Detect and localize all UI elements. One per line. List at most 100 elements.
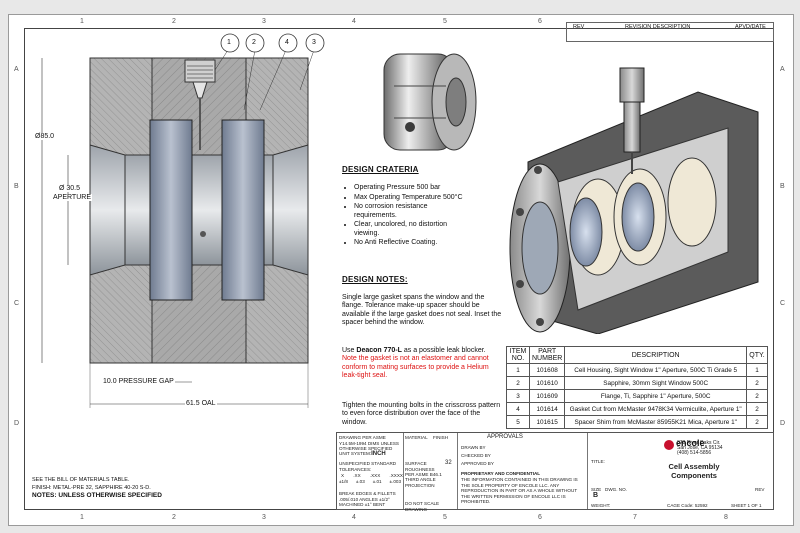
- zone-col-4: 4: [352, 18, 356, 25]
- tb-weight-label: WEIGHT:: [591, 503, 611, 508]
- bom-cell: 2: [746, 389, 768, 403]
- tb-dwg-label: DWG. NO.: [605, 487, 627, 492]
- dim-aperture-label: APERTURE: [52, 194, 92, 201]
- tb-unit-label: UNIT SYSTEM:: [339, 451, 372, 456]
- bom-cell: 101610: [528, 376, 566, 390]
- port-fitting: [184, 59, 216, 83]
- zone-col-8-bottom: 8: [724, 514, 728, 521]
- tb-third-angle: THIRD ANGLE PROJECTION: [405, 477, 436, 488]
- design-criteria-list: Operating Pressure 500 bar Max Operating…: [342, 184, 464, 249]
- zone-col-3: 3: [262, 18, 266, 25]
- tb-drawing-note: DRAWING PER ASME Y14.5M-1994 DIMS UNLESS…: [339, 435, 399, 452]
- tb-unit-value: INCH: [371, 451, 386, 457]
- criteria-item: Operating Pressure 500 bar: [354, 184, 464, 192]
- note-text: as a possible leak blocker.: [401, 347, 486, 354]
- tb-finish: FINISH: [433, 435, 449, 440]
- bom-header-qty: QTY.: [746, 346, 768, 364]
- bom-cell: 2: [506, 376, 530, 390]
- tb-address2: San Jose, CA 95134: [677, 445, 723, 451]
- rev-description-header: REVISION DESCRIPTION: [625, 24, 691, 30]
- tb-checked: CHECKED BY: [461, 453, 491, 458]
- tb-tol: ±1/8: [339, 479, 348, 484]
- criteria-item: No corrosion resistance requirements.: [354, 203, 464, 219]
- bom-cell: 5: [506, 415, 530, 429]
- tb-surface-value: 32: [445, 460, 452, 466]
- design-notes-p2: Use Deacon 770-L as a possible leak bloc…: [342, 347, 502, 381]
- tb-size-label: SIZE: [591, 487, 602, 492]
- tb-cage-code: CAGE Code: 52592: [667, 503, 708, 508]
- zone-col-1-bottom: 1: [80, 514, 84, 521]
- bom-cell: Gasket Cut from McMaster 9478K34 Vermicu…: [564, 402, 747, 416]
- bom-header-item: ITEM NO.: [506, 346, 530, 364]
- zone-col-4-bottom: 4: [352, 514, 356, 521]
- bom-cell: 2: [746, 415, 768, 429]
- bom-cell: 101614: [528, 402, 566, 416]
- tb-proprietary-text: THE INFORMATION CONTAINED IN THIS DRAWIN…: [461, 477, 578, 505]
- isometric-small-view: [383, 53, 477, 151]
- tb-tol: ±.003: [389, 479, 401, 484]
- note-text: Use: [342, 347, 357, 354]
- window-right: [221, 119, 265, 301]
- zone-row-b-right: B: [780, 183, 785, 190]
- tb-break-edges: BREAK EDGES & FILLETS .005/.010 ANGLES ±…: [339, 491, 396, 508]
- dim-pressure-gap: 10.0 PRESSURE GAP: [102, 378, 175, 385]
- bom-cell: 2: [746, 376, 768, 390]
- tb-divider: [403, 433, 404, 509]
- note-bom: SEE THE BILL OF MATERIALS TABLE.: [32, 477, 130, 483]
- notes-line: NOTES: UNLESS OTHERWISE SPECIFIED: [32, 492, 162, 500]
- bom-cell: 101615: [528, 415, 566, 429]
- dim-diameter: Ø85.0: [34, 133, 56, 140]
- zone-col-5: 5: [443, 18, 447, 25]
- tb-surface: SURFACE ROUGHNESS PER ASME B46.1: [405, 461, 442, 478]
- note-finish: FINISH: METAL-PRE 32, SAPPHIRE 40-20 S-D…: [32, 485, 151, 491]
- tb-size: B: [593, 492, 599, 499]
- tb-tolerances-label: UNSPECIFIED STANDARD TOLERANCES:: [339, 461, 397, 472]
- bom-cell: Sapphire, 30mm Sight Window 500C: [564, 376, 747, 390]
- balloon-3: 3: [312, 39, 316, 46]
- tb-address1: 378 River Oaks Cir.: [677, 440, 721, 446]
- title-block: DRAWING PER ASME Y14.5M-1994 DIMS UNLESS…: [336, 432, 774, 512]
- bom-cell: Spacer Shim from McMaster 85955K21 Mica,…: [564, 415, 747, 429]
- zone-col-7-bottom: 7: [633, 514, 637, 521]
- window-left: [149, 119, 193, 301]
- zone-col-1: 1: [80, 18, 84, 25]
- tb-phone: (408) 514-5856: [677, 450, 712, 456]
- bom-cell: Cell Housing, Sight Window 1" Aperture, …: [564, 363, 747, 377]
- zone-row-c-right: C: [780, 300, 786, 307]
- zone-col-5-bottom: 5: [443, 514, 447, 521]
- criteria-item: Max Operating Temperature 500°C: [354, 194, 464, 202]
- note-warning: Note the gasket is not an elastomer and …: [342, 355, 489, 380]
- tb-do-not-scale: DO NOT SCALE DRAWING: [405, 501, 440, 512]
- balloon-1: 1: [227, 39, 231, 46]
- bom-header-description: DESCRIPTION: [564, 346, 747, 364]
- zone-row-b: B: [14, 183, 19, 190]
- section-view: [41, 33, 325, 408]
- zone-row-d-right: D: [780, 420, 786, 427]
- tb-unit: UNIT SYSTEM:INCH: [339, 451, 386, 458]
- tb-approved: APPROVED BY: [461, 461, 494, 466]
- bom-header-part: PART NUMBER: [528, 346, 566, 364]
- tb-drawn: DRAWN BY: [461, 445, 486, 450]
- bom-cell: 101608: [528, 363, 566, 377]
- zone-row-a-right: A: [780, 66, 785, 73]
- tb-title-label: TITLE:: [591, 459, 605, 464]
- tb-sheet: SHEET 1 OF 1: [731, 503, 762, 508]
- zone-row-d: D: [14, 420, 20, 427]
- tb-tol: .XX: [353, 473, 361, 478]
- dim-aperture-value: Ø 30.5: [58, 185, 82, 192]
- notes-block: SEE THE BILL OF MATERIALS TABLE. FINISH:…: [32, 476, 162, 500]
- zone-row-c: C: [14, 300, 20, 307]
- tb-proprietary: PROPRIETARY AND CONFIDENTIAL: [461, 471, 541, 476]
- rev-approved-header: APVD/DATE: [735, 24, 766, 30]
- tb-approvals: APPROVALS: [487, 434, 523, 440]
- tb-tol: ±.03: [355, 479, 365, 484]
- tb-rev-label: REV: [755, 487, 765, 492]
- design-notes-p3: Tighten the mounting bolts in the crissc…: [342, 402, 501, 426]
- criteria-item: No Anti Reflective Coating.: [354, 239, 464, 247]
- zone-col-2-bottom: 2: [172, 514, 176, 521]
- tb-title: Cell Assembly Components: [668, 462, 720, 480]
